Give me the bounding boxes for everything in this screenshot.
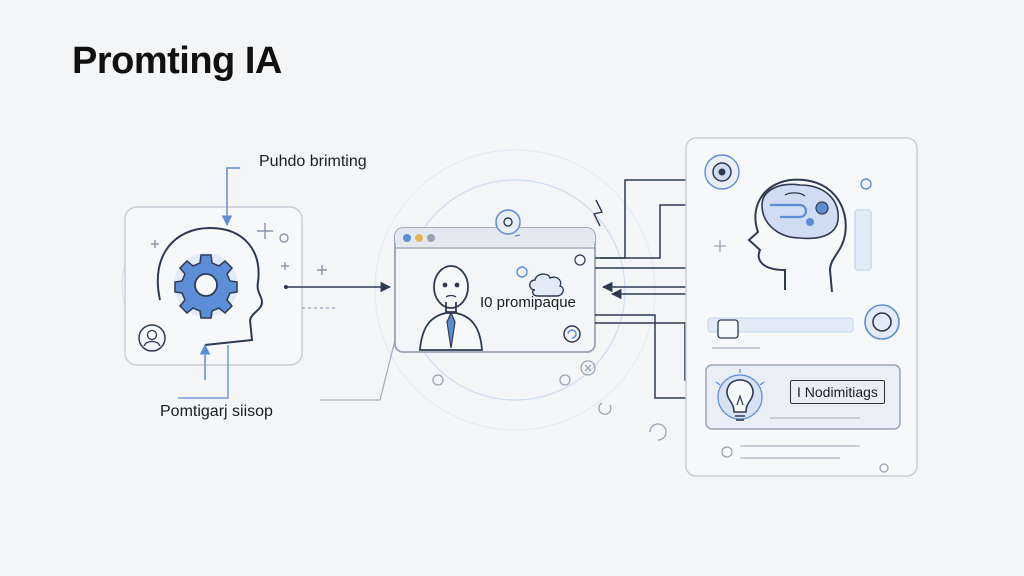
label-right-card: I Nodimitiags [790, 380, 885, 404]
gear-icon [174, 253, 238, 319]
placeholder-lines [740, 445, 860, 459]
settings-small-icon [704, 154, 740, 190]
spark-icon [592, 199, 604, 227]
refresh-icon [563, 325, 581, 343]
target-right-icon [864, 304, 900, 340]
window-dot-grey [427, 234, 435, 242]
left-panel [124, 167, 327, 399]
loose-decorations [649, 240, 889, 473]
node-icons [854, 178, 872, 271]
label-center-window: I0 promipaque [480, 294, 576, 311]
window-dot-yellow [415, 234, 423, 242]
head-profile-icon [156, 226, 264, 346]
sparkle-decoration [151, 223, 327, 275]
user-avatar-icon [138, 324, 166, 352]
page-title: Promting IA [72, 40, 282, 82]
lightbulb-icon [715, 369, 765, 421]
label-top-left: Puhdo brimting [259, 153, 367, 170]
label-bottom-left: Pomtigarj siisop [160, 403, 273, 420]
bottom-center-decoration [432, 360, 612, 415]
small-node-icon [516, 266, 528, 278]
window-dot-blue [403, 234, 411, 242]
brain-head-icon [747, 178, 847, 293]
center-window [394, 227, 596, 353]
cloud-icon [529, 273, 564, 297]
right-panel [685, 137, 918, 477]
target-icon [495, 209, 521, 237]
person-icon [419, 265, 483, 351]
